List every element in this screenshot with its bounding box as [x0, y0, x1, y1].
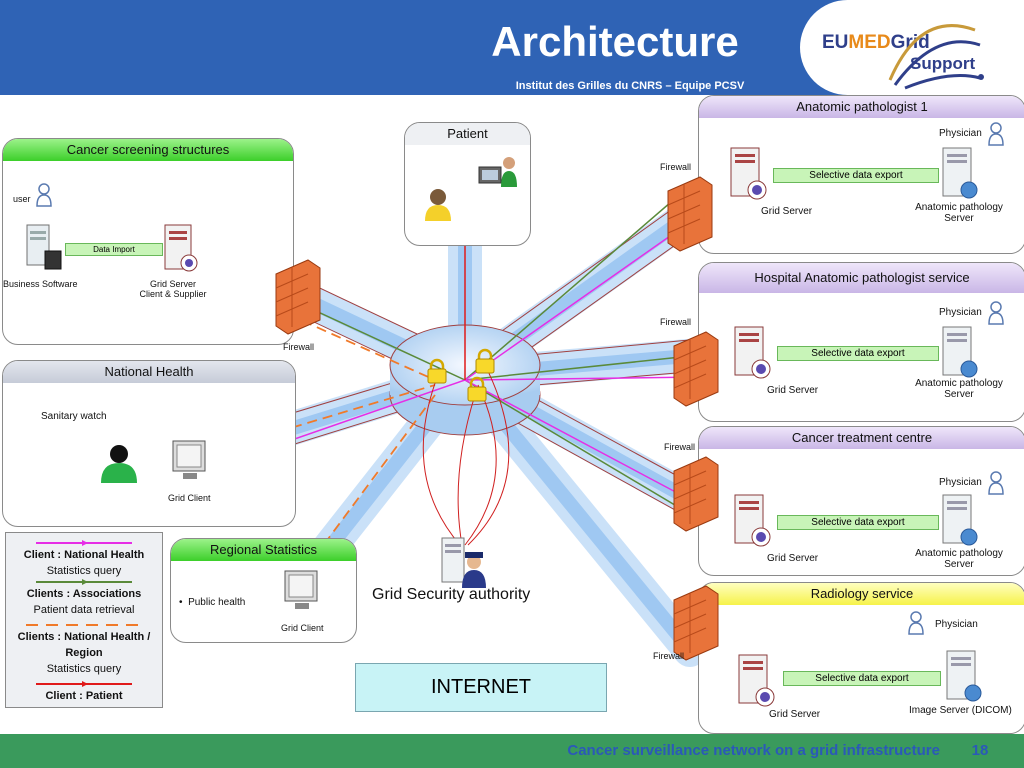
physician-icon: [988, 122, 1004, 146]
grid-client-monitor-icon: [172, 440, 206, 479]
legend-item: Region: [65, 647, 103, 659]
firewall-label: Firewall: [660, 317, 692, 327]
grid-client-monitor-icon: [284, 570, 318, 609]
cancer-screening-box: Cancer screening structures user Busines…: [2, 138, 294, 345]
firewall-icon: [673, 456, 719, 532]
grid-server-label: Grid Server: [767, 553, 819, 564]
radiology-box: Radiology service Physician Selective da…: [698, 582, 1024, 734]
grid-server-label: Grid Server: [761, 206, 813, 217]
physician-label: Physician: [939, 128, 982, 139]
user-icon: [36, 183, 52, 207]
grid-server-label: Grid Server Client & Supplier: [139, 279, 207, 299]
box-title: Regional Statistics: [171, 539, 356, 561]
patient-computer-icon: [478, 157, 517, 187]
physician-label: Physician: [939, 477, 982, 488]
physician-icon: [908, 611, 924, 635]
box-title: Radiology service: [699, 583, 1024, 605]
legend: Client : National Health Statistics quer…: [5, 532, 163, 708]
page-title: Architecture: [491, 18, 739, 65]
anatomic-pathology-server-label: Anatomic pathology Server: [915, 202, 1003, 224]
selective-data-export: Selective data export: [777, 346, 939, 361]
image-server-icon: [946, 650, 982, 702]
legend-item: Clients : Associations: [26, 588, 142, 600]
selective-data-export: Selective data export: [773, 168, 939, 183]
legend-item: Clients : National Health /: [17, 631, 151, 643]
legend-swatches: [26, 540, 142, 687]
firewall-icon: [667, 176, 713, 252]
network-diagram: [173, 125, 717, 667]
business-software-server-icon: [26, 224, 62, 270]
sanitary-watch-label: Sanitary watch: [41, 411, 107, 422]
page-number: 18: [971, 742, 989, 759]
security-lines: [422, 364, 510, 546]
physician-icon: [988, 301, 1004, 325]
logo-support: Support: [910, 54, 976, 73]
firewall-icon: [275, 259, 321, 335]
image-server-label: Image Server (DICOM): [909, 705, 1012, 716]
anatomic-pathology-server-label: Anatomic pathology Server: [915, 548, 1003, 570]
legend-item: Statistics query: [46, 565, 122, 577]
selective-data-export: Selective data export: [777, 515, 939, 530]
firewall-label: Firewall: [664, 442, 696, 452]
security-authority-icon: [441, 537, 486, 588]
grid-server-label: Grid Server: [767, 385, 819, 396]
patient-box: Patient: [404, 122, 531, 246]
selective-data-export: Selective data export: [783, 671, 941, 686]
anatomic-pathologist-1-box: Anatomic pathologist 1 Physician Selecti…: [698, 95, 1024, 254]
regional-statistics-box: Regional Statistics • Public health Grid…: [170, 538, 357, 643]
anatomic-pathology-server-icon: [942, 326, 978, 378]
footer-bar: [0, 734, 1024, 768]
logo-swoosh-icon: [888, 24, 984, 90]
legend-item: Client : Patient: [45, 690, 123, 702]
box-title: Patient: [405, 123, 530, 145]
legend-item: Statistics query: [46, 663, 122, 675]
lock-icon: [475, 348, 495, 374]
public-health-bullet: • Public health: [179, 597, 246, 608]
logo-area: EUMEDGrid Support: [800, 0, 1024, 95]
box-title: Hospital Anatomic pathologist service: [699, 263, 1024, 293]
box-title: Cancer screening structures: [3, 139, 293, 161]
firewall-label: Firewall: [660, 162, 692, 172]
hospital-anatomic-box: Hospital Anatomic pathologist service Ph…: [698, 262, 1024, 422]
firewall-label: Firewall: [283, 342, 315, 352]
logo: EUMEDGrid: [822, 32, 930, 53]
anatomic-pathology-server-icon: [942, 147, 978, 199]
grid-server-icon: [730, 147, 767, 200]
physician-label: Physician: [935, 619, 978, 630]
firewall-icon: [673, 331, 719, 407]
security-authority-label: Grid Security authority: [372, 586, 531, 603]
grid-client-label: Grid Client: [281, 623, 324, 633]
user-label: user: [13, 194, 31, 204]
business-software-label: Business Software: [3, 279, 78, 289]
grid-server-icon: [738, 654, 775, 707]
grid-server-icon: [734, 494, 771, 547]
legend-item: Patient data retrieval: [33, 604, 135, 616]
cancer-treatment-box: Cancer treatment centre Physician Select…: [698, 426, 1024, 576]
grid-server-icon: [164, 224, 198, 272]
lock-icon: [427, 358, 447, 384]
box-title: Anatomic pathologist 1: [699, 96, 1024, 118]
grid-server-label: Grid Server: [769, 709, 821, 720]
internet-label: INTERNET: [355, 663, 607, 712]
grid-client-label: Grid Client: [168, 493, 211, 503]
footer-text: Cancer surveillance network on a grid in…: [567, 742, 940, 759]
legend-item: Client : National Health: [23, 549, 145, 561]
grid-server-icon: [734, 326, 771, 379]
box-title: National Health: [3, 361, 295, 383]
firewall-label: Firewall: [653, 651, 685, 661]
page-subtitle: Institut des Grilles du CNRS – Equipe PC…: [515, 80, 745, 92]
box-title: Cancer treatment centre: [699, 427, 1024, 449]
anatomic-pathology-server-label: Anatomic pathology Server: [915, 378, 1003, 400]
lock-icon: [467, 376, 487, 402]
national-health-box: National Health Sanitary watch Grid Clie…: [2, 360, 296, 527]
data-import-label: Data Import: [65, 243, 163, 256]
physician-label: Physician: [939, 307, 982, 318]
firewall-icon: [673, 585, 719, 661]
physician-icon: [988, 471, 1004, 495]
patient-person-icon: [425, 189, 451, 221]
anatomic-pathology-server-icon: [942, 494, 978, 546]
person-icon: [101, 445, 137, 483]
